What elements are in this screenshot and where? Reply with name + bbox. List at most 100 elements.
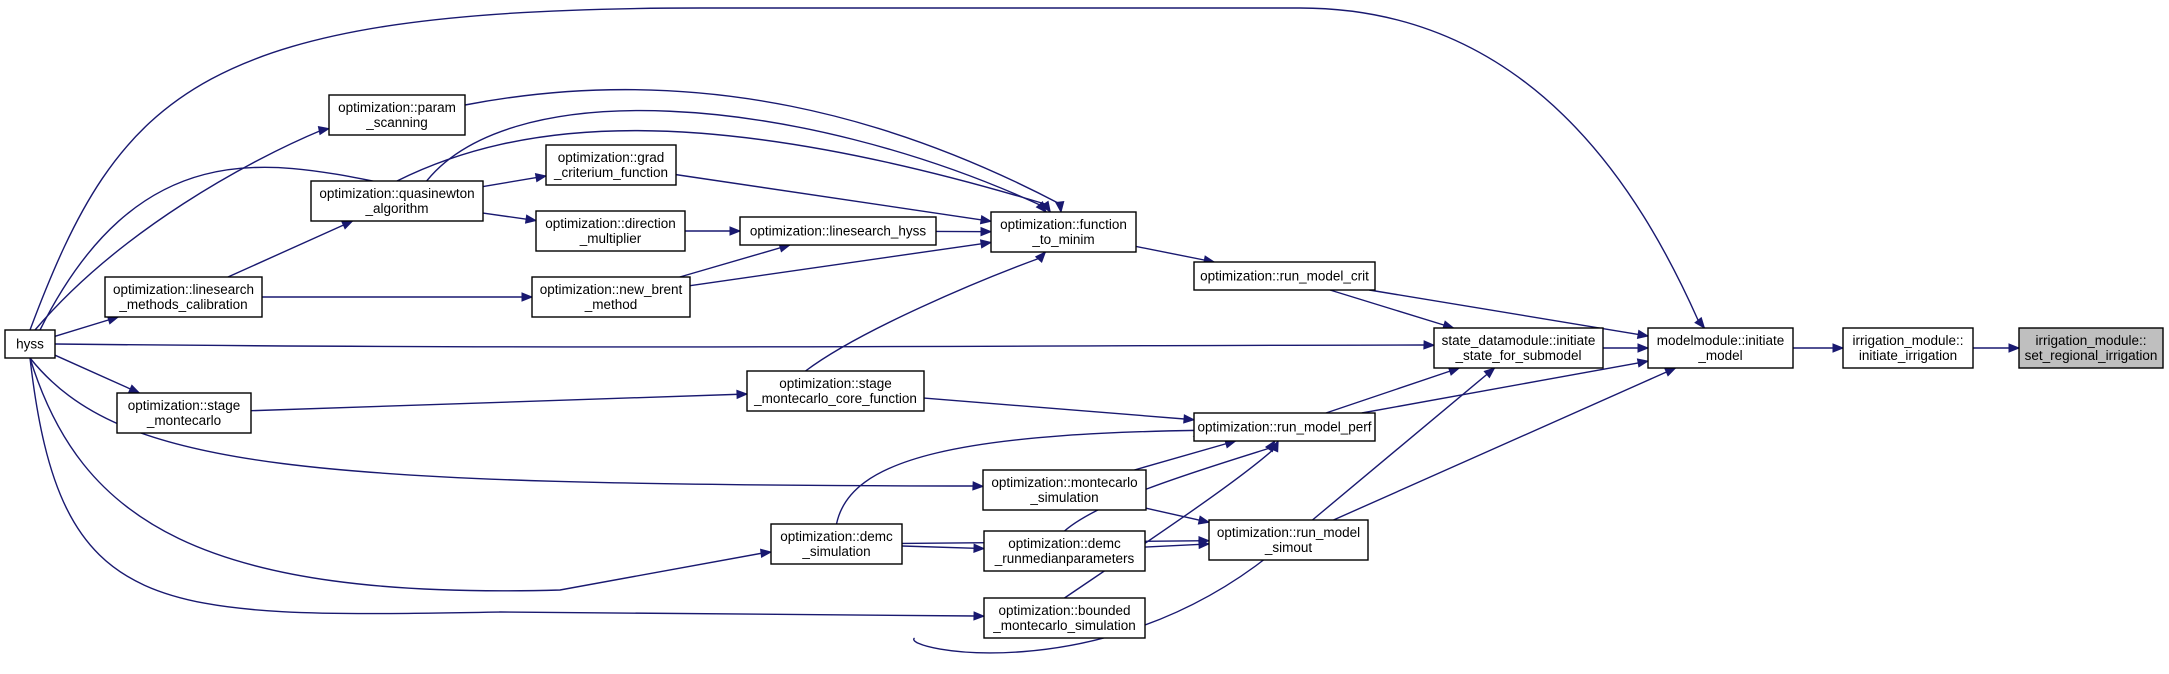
edge-hyss-to-bounded_mc bbox=[29, 357, 986, 621]
node-quasinewton[interactable]: optimization::quasinewton_algorithm bbox=[310, 180, 484, 222]
edge-line bbox=[54, 343, 1435, 348]
node-func-min[interactable]: optimization::function_to_minim bbox=[990, 211, 1137, 253]
node-label-line: optimization::run_model_crit bbox=[1200, 269, 1369, 284]
edge-line bbox=[464, 88, 1062, 213]
node-new-brent[interactable]: optimization::new_brent_method bbox=[531, 276, 691, 318]
node-hyss[interactable]: hyss bbox=[4, 329, 56, 359]
edge-line bbox=[1144, 543, 1210, 548]
edge-line bbox=[34, 127, 330, 331]
edge-new_brent-to-func_min bbox=[689, 239, 993, 287]
arrowhead-icon bbox=[341, 220, 354, 230]
edge-line bbox=[835, 429, 1256, 525]
edge-hyss-to-state_dm bbox=[54, 340, 1436, 350]
edge-line bbox=[1333, 367, 1676, 521]
node-box bbox=[104, 276, 263, 318]
node-box bbox=[739, 216, 937, 246]
node-demc-median[interactable]: optimization::demc_runmedianparameters bbox=[983, 530, 1146, 572]
node-state-dm[interactable]: state_datamodule::initiate_state_for_sub… bbox=[1433, 327, 1604, 369]
node-label-line: _method bbox=[584, 297, 638, 312]
node-label-line: optimization::run_model_perf bbox=[1197, 420, 1371, 435]
node-run-simout[interactable]: optimization::run_model_simout bbox=[1208, 519, 1369, 561]
node-label-line: _simulation bbox=[801, 544, 870, 559]
arrowhead-icon bbox=[1832, 343, 1845, 353]
node-demc-sim[interactable]: optimization::demc_simulation bbox=[770, 523, 903, 565]
node-box bbox=[982, 469, 1147, 511]
edge-run_simout-to-state_dm bbox=[1312, 367, 1496, 521]
arrowhead-icon bbox=[1483, 367, 1496, 379]
node-irr-set[interactable]: irrigation_module::set_regional_irrigati… bbox=[2018, 327, 2164, 369]
node-modelmodule[interactable]: modelmodule::initiate_model bbox=[1647, 327, 1794, 369]
edge-line bbox=[1064, 440, 1279, 599]
edge-line bbox=[913, 554, 1271, 654]
edge-hyss-to-linesearch_cal bbox=[54, 315, 120, 338]
node-label-line: irrigation_module:: bbox=[1852, 333, 1963, 348]
node-label-line: _criterium_function bbox=[553, 165, 668, 180]
edge-new_brent-to-ls_hyss bbox=[679, 243, 792, 278]
node-box bbox=[2018, 327, 2164, 369]
node-label-line: optimization::montecarlo bbox=[991, 475, 1137, 490]
node-box bbox=[545, 144, 677, 186]
node-param-scan[interactable]: optimization::param_scanning bbox=[328, 94, 466, 136]
node-label-line: _multiplier bbox=[579, 231, 642, 246]
edge-line bbox=[1134, 440, 1236, 471]
edge-stage_mc_core-to-run_perf bbox=[923, 397, 1196, 424]
edge-line bbox=[805, 251, 1046, 372]
node-box bbox=[1193, 412, 1376, 442]
node-label-line: _montecarlo_core_function bbox=[753, 391, 917, 406]
node-linesearch-cal[interactable]: optimization::linesearch_methods_calibra… bbox=[104, 276, 263, 318]
node-mc-sim[interactable]: optimization::montecarlo_simulation bbox=[982, 469, 1147, 511]
arrowhead-icon bbox=[534, 173, 548, 183]
edge-line bbox=[29, 7, 1705, 331]
edge-run_perf-to-state_dm bbox=[1325, 366, 1461, 414]
arrowhead-icon bbox=[127, 384, 141, 394]
node-grad-crit[interactable]: optimization::grad_criterium_function bbox=[545, 144, 677, 186]
arrowhead-icon bbox=[973, 543, 986, 553]
node-label-line: _montecarlo bbox=[146, 413, 221, 428]
arrowhead-icon bbox=[1183, 414, 1196, 424]
arrowhead-icon bbox=[1035, 200, 1047, 214]
node-bounded-mc[interactable]: optimization::bounded_montecarlo_simulat… bbox=[983, 597, 1146, 639]
edge-state_dm-to-modelmodule bbox=[1603, 343, 1650, 353]
arrowhead-icon bbox=[972, 481, 985, 491]
node-run-crit[interactable]: optimization::run_model_crit bbox=[1193, 261, 1376, 291]
node-box bbox=[116, 392, 252, 434]
node-label-line: _simulation bbox=[1029, 490, 1098, 505]
node-label-line: _simout bbox=[1264, 540, 1313, 555]
arrowhead-icon bbox=[979, 215, 993, 225]
arrowhead-icon bbox=[1423, 340, 1436, 350]
edge-line bbox=[1135, 245, 1215, 263]
arrowhead-icon bbox=[2008, 343, 2021, 353]
edge-line bbox=[923, 397, 1195, 421]
node-label-line: irrigation_module:: bbox=[2035, 333, 2146, 348]
arrowhead-icon bbox=[973, 611, 986, 621]
edge-line bbox=[1312, 367, 1495, 521]
edge-line bbox=[29, 357, 772, 592]
edge-stage_mc_core-to-func_min bbox=[805, 251, 1047, 372]
arrowhead-icon bbox=[736, 389, 749, 400]
node-label-line: set_regional_irrigation bbox=[2025, 348, 2158, 363]
edge-irr_init-to-irr_set bbox=[1973, 343, 2021, 353]
node-label-line: _algorithm bbox=[364, 201, 428, 216]
node-stage-mc-core[interactable]: optimization::stage_montecarlo_core_func… bbox=[746, 370, 925, 412]
edge-line bbox=[250, 393, 748, 412]
node-label-line: optimization::run_model bbox=[1217, 525, 1360, 540]
node-label-line: optimization::linesearch bbox=[113, 282, 254, 297]
edge-line bbox=[901, 545, 985, 550]
edge-hyss-to-demc_sim bbox=[29, 357, 773, 592]
node-label-line: optimization::stage bbox=[779, 376, 892, 391]
arrowhead-icon bbox=[979, 239, 993, 249]
node-stage-mc[interactable]: optimization::stage_montecarlo bbox=[116, 392, 252, 434]
arrowhead-icon bbox=[760, 548, 773, 558]
node-label-line: optimization::linesearch_hyss bbox=[750, 224, 927, 239]
edge-quasinewton-to-dir_mult bbox=[482, 212, 538, 224]
edge-line bbox=[1329, 289, 1454, 329]
arrowhead-icon bbox=[1637, 343, 1650, 353]
edge-line bbox=[675, 173, 992, 222]
node-irr-init[interactable]: irrigation_module::initiate_irrigation bbox=[1842, 327, 1974, 369]
node-box bbox=[1433, 327, 1604, 369]
node-label-line: _methods_calibration bbox=[118, 297, 247, 312]
node-dir-mult[interactable]: optimization::direction_multiplier bbox=[535, 210, 686, 252]
node-run-perf[interactable]: optimization::run_model_perf bbox=[1193, 412, 1376, 442]
node-label-line: optimization::grad bbox=[558, 150, 665, 165]
node-ls-hyss[interactable]: optimization::linesearch_hyss bbox=[739, 216, 937, 246]
